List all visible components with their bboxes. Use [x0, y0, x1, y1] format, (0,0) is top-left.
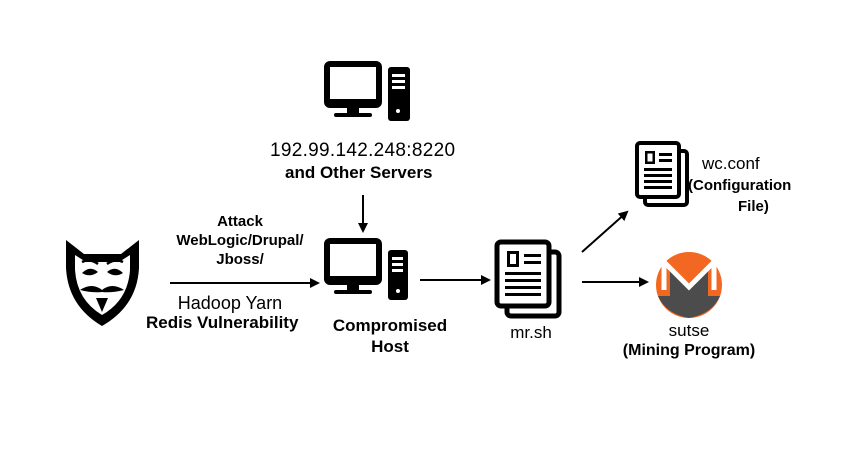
attack-hadoop-label: Hadoop Yarn	[177, 293, 283, 313]
attack-label: Attack	[217, 213, 263, 230]
server-computer-icon	[324, 61, 410, 121]
server-address-label: 192.99.142.248:8220	[270, 140, 456, 161]
config-name-label: wc.conf	[702, 154, 760, 173]
miner-name-label: sutse	[668, 321, 710, 340]
attack-redis-label: Redis Vulnerability	[146, 313, 299, 332]
server-subtitle-label: and Other Servers	[285, 163, 433, 182]
host-label-line2: Host	[371, 337, 409, 356]
script-to-config-arrow	[581, 210, 629, 253]
config-desc-label-line1: (Configuration	[688, 177, 792, 194]
monero-logo-icon	[656, 252, 722, 318]
miner-desc-label: (Mining Program)	[622, 342, 756, 359]
config-desc-label-line2: File)	[738, 198, 769, 215]
host-label-line1: Compromised	[332, 316, 448, 335]
anonymous-mask-icon	[66, 240, 139, 326]
attack-jboss-label: Jboss/	[216, 251, 264, 268]
host-computer-icon	[324, 238, 408, 300]
script-document-icon	[494, 239, 562, 319]
config-document-icon	[635, 141, 689, 207]
attack-targets-label: WebLogic/Drupal/	[176, 232, 304, 249]
script-label: mr.sh	[510, 323, 552, 342]
